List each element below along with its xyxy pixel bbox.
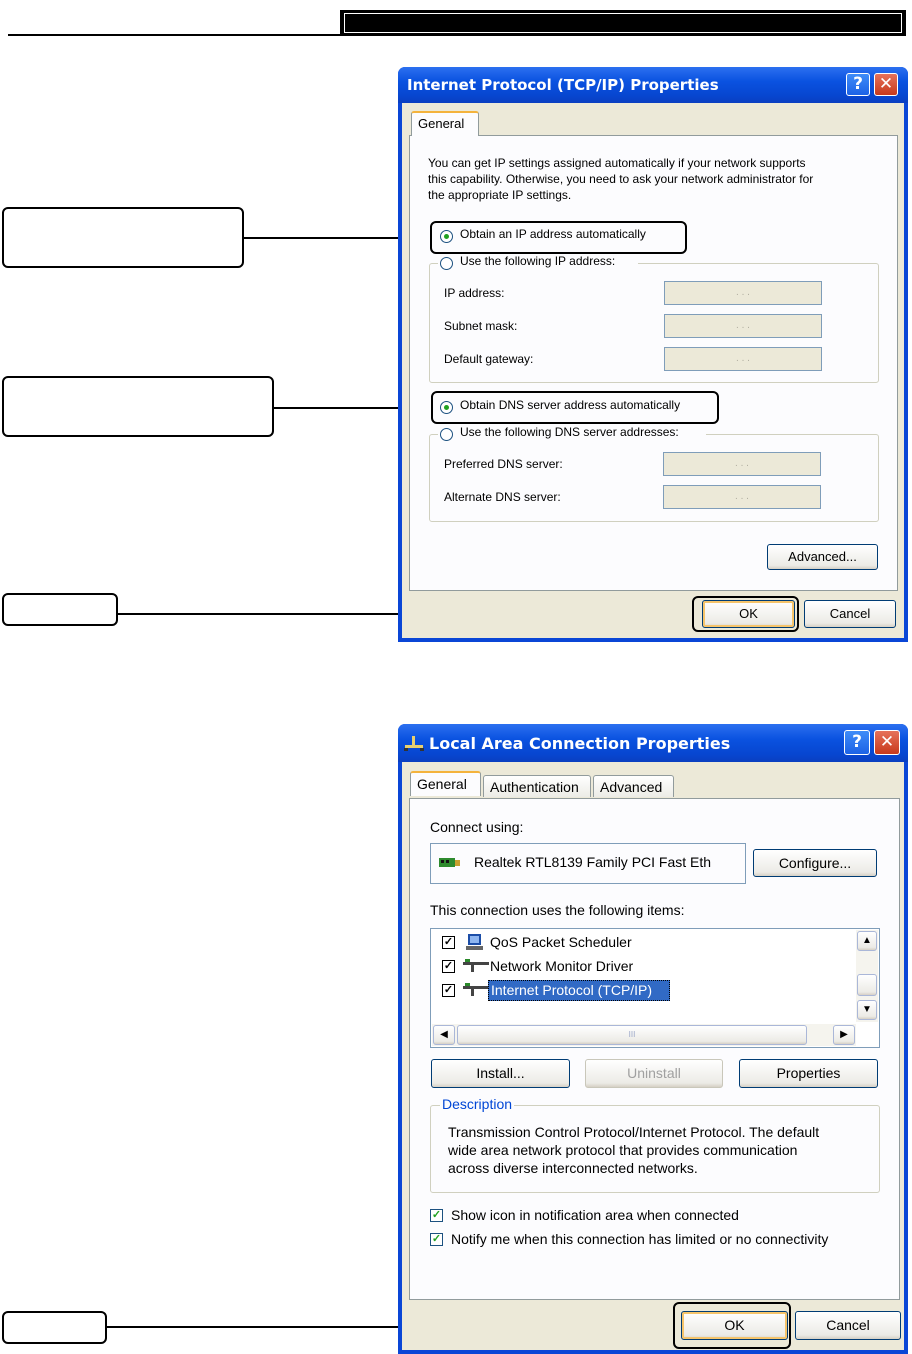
horizontal-scrollbar[interactable]: ◀ III ▶ <box>432 1024 856 1046</box>
tcpip-tab-pane: You can get IP settings assigned automat… <box>409 135 898 591</box>
selected-row-highlight <box>488 980 670 1001</box>
list-item-netmon[interactable]: Network Monitor Driver <box>490 958 634 974</box>
static-ip-group <box>429 263 879 383</box>
default-gateway-label: Default gateway: <box>444 352 534 366</box>
tcpip-title: Internet Protocol (TCP/IP) Properties <box>407 76 719 94</box>
obtain-ip-label[interactable]: Obtain an IP address automatically <box>460 227 646 241</box>
static-dns-legend-bg <box>438 423 706 445</box>
tab-general[interactable]: General <box>411 111 479 136</box>
ip-address-field[interactable]: . . . <box>664 281 822 305</box>
highlight-ok-1 <box>692 596 799 632</box>
close-icon[interactable]: ✕ <box>874 730 900 755</box>
protocol-icon <box>463 959 489 972</box>
use-ip-label[interactable]: Use the following IP address: <box>460 254 616 268</box>
scroll-up-icon[interactable]: ▲ <box>857 931 877 951</box>
obtain-dns-radio[interactable] <box>440 401 453 414</box>
header-bar <box>340 10 906 36</box>
callout-ok-2 <box>2 1311 107 1344</box>
items-label: This connection uses the following items… <box>430 902 685 918</box>
tcpip-info-line2: this capability. Otherwise, you need to … <box>428 172 814 186</box>
highlight-obtain-dns <box>431 391 719 424</box>
netmon-checkbox[interactable]: ✓ <box>442 960 455 973</box>
lan-window: Local Area Connection Properties ? ✕ Con… <box>398 724 908 1354</box>
preferred-dns-label: Preferred DNS server: <box>444 457 563 471</box>
show-icon-label[interactable]: Show icon in notification area when conn… <box>451 1207 739 1223</box>
tcpip-titlebar: Internet Protocol (TCP/IP) Properties ? … <box>398 67 908 103</box>
description-group <box>430 1105 880 1193</box>
header-rule <box>8 34 340 36</box>
default-gateway-field[interactable]: . . . <box>664 347 822 371</box>
cancel-button[interactable]: Cancel <box>804 600 896 628</box>
adapter-box: Realtek RTL8139 Family PCI Fast Eth <box>430 843 746 884</box>
callout-obtain-ip <box>2 207 244 268</box>
lan-titlebar: Local Area Connection Properties ? ✕ <box>398 724 908 762</box>
tcpip-checkbox[interactable]: ✓ <box>442 984 455 997</box>
callout-line-obtain-ip <box>244 237 430 239</box>
tcpip-info-line3: the appropriate IP settings. <box>428 188 572 202</box>
tab-general[interactable]: General <box>410 771 481 796</box>
configure-button[interactable]: Configure... <box>753 849 877 877</box>
alternate-dns-label: Alternate DNS server: <box>444 490 561 504</box>
scroll-thumb[interactable] <box>857 974 877 996</box>
tab-authentication[interactable]: Authentication <box>483 775 591 797</box>
use-dns-label[interactable]: Use the following DNS server addresses: <box>460 425 679 439</box>
close-icon[interactable]: ✕ <box>874 73 898 96</box>
lan-client: Connect using: Realtek RTL8139 Family PC… <box>402 762 904 1350</box>
advanced-button[interactable]: Advanced... <box>767 544 878 570</box>
lan-tab-pane: Connect using: Realtek RTL8139 Family PC… <box>409 798 900 1300</box>
network-icon <box>404 736 424 751</box>
cancel-button[interactable]: Cancel <box>795 1311 901 1340</box>
preferred-dns-field[interactable]: . . . <box>663 452 821 476</box>
adapter-name: Realtek RTL8139 Family PCI Fast Eth <box>474 854 712 870</box>
list-item-qos[interactable]: QoS Packet Scheduler <box>490 934 632 950</box>
help-icon[interactable]: ? <box>844 730 870 755</box>
vertical-scrollbar[interactable]: ▲ ▼ <box>856 930 878 1022</box>
highlight-ok-2 <box>673 1302 791 1349</box>
use-ip-radio[interactable] <box>440 257 453 270</box>
qos-icon <box>466 934 483 950</box>
list-item-tcpip[interactable]: Internet Protocol (TCP/IP) <box>491 982 653 998</box>
callout-line-obtain-dns <box>274 407 431 409</box>
scroll-left-icon[interactable]: ◀ <box>433 1025 455 1045</box>
show-icon-checkbox[interactable]: ✓ <box>430 1209 443 1222</box>
callout-ok-1 <box>2 593 118 626</box>
uninstall-button[interactable]: Uninstall <box>585 1059 723 1088</box>
use-dns-radio[interactable] <box>440 428 453 441</box>
callout-line-ok-2 <box>107 1326 673 1328</box>
install-button[interactable]: Install... <box>431 1059 570 1088</box>
notify-label[interactable]: Notify me when this connection has limit… <box>451 1231 829 1247</box>
subnet-mask-label: Subnet mask: <box>444 319 518 333</box>
qos-checkbox[interactable]: ✓ <box>442 936 455 949</box>
obtain-dns-label[interactable]: Obtain DNS server address automatically <box>460 398 681 412</box>
tcpip-window: Internet Protocol (TCP/IP) Properties ? … <box>398 67 908 642</box>
help-icon[interactable]: ? <box>846 73 870 96</box>
tcpip-client: You can get IP settings assigned automat… <box>402 103 904 638</box>
subnet-mask-field[interactable]: . . . <box>664 314 822 338</box>
static-ip-legend-bg <box>438 252 638 274</box>
ip-address-label: IP address: <box>444 286 505 300</box>
tcpip-info-line1: You can get IP settings assigned automat… <box>428 156 806 170</box>
properties-button[interactable]: Properties <box>739 1059 878 1088</box>
adapter-icon <box>439 858 460 867</box>
description-line2: wide area network protocol that provides… <box>448 1142 798 1158</box>
scroll-thumb-horizontal[interactable]: III <box>457 1025 807 1045</box>
description-legend: Description <box>440 1096 515 1112</box>
protocol-icon <box>463 983 489 996</box>
ok-button[interactable]: OK <box>681 1311 788 1340</box>
notify-checkbox[interactable]: ✓ <box>430 1233 443 1246</box>
description-line3: across diverse interconnected networks. <box>448 1160 698 1176</box>
lan-title: Local Area Connection Properties <box>429 734 731 753</box>
callout-obtain-dns <box>2 376 274 437</box>
description-line1: Transmission Control Protocol/Internet P… <box>448 1124 820 1140</box>
connect-using-label: Connect using: <box>430 819 524 835</box>
items-list[interactable]: ✓ QoS Packet Scheduler ✓ Network Monitor… <box>430 928 880 1048</box>
ok-button[interactable]: OK <box>702 600 795 628</box>
header-bar-frame <box>344 13 902 33</box>
scroll-right-icon[interactable]: ▶ <box>833 1025 855 1045</box>
scroll-down-icon[interactable]: ▼ <box>857 1000 877 1020</box>
alternate-dns-field[interactable]: . . . <box>663 485 821 509</box>
tab-advanced[interactable]: Advanced <box>593 775 674 797</box>
obtain-ip-radio[interactable] <box>440 230 453 243</box>
highlight-obtain-ip <box>430 221 687 254</box>
